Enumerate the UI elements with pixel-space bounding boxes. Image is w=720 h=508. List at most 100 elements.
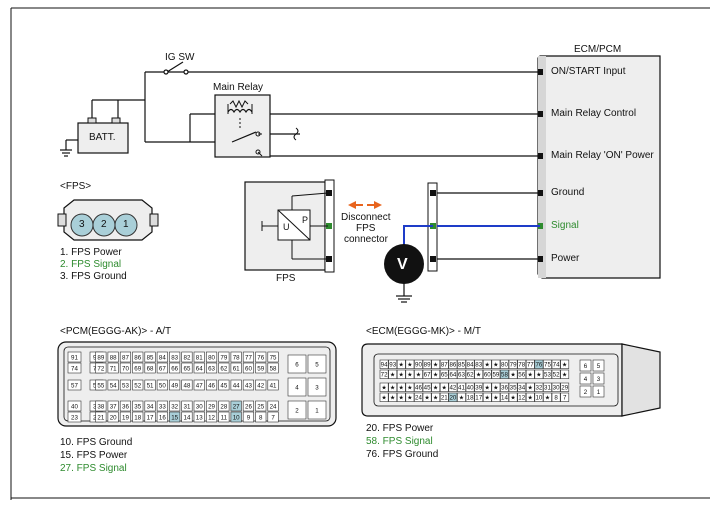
- pin-cell: [517, 392, 527, 402]
- pin-number: 36: [501, 385, 508, 392]
- ecm-pin-label: ON/START Input: [551, 66, 626, 77]
- pin-number: 86: [134, 354, 141, 361]
- ecm-pin-label: Main Relay 'ON' Power: [551, 150, 654, 161]
- pin-number: 6: [295, 361, 299, 368]
- ig-switch-symbol: [163, 61, 189, 75]
- pin-cell: [448, 359, 458, 369]
- pin-number: ★: [562, 362, 568, 369]
- pin-cell: [560, 392, 570, 402]
- pin-number: 78: [518, 362, 525, 369]
- pin-number: 35: [134, 403, 141, 410]
- pin-number: 59: [257, 365, 264, 372]
- pin-number: ★: [416, 372, 422, 379]
- pin-cell: [405, 359, 415, 369]
- pin-cell: [579, 359, 592, 372]
- pin-cell: [242, 411, 254, 423]
- pin-number: 17: [147, 414, 154, 421]
- pin-number: 93: [389, 362, 396, 369]
- pin-number: 89: [97, 354, 104, 361]
- pin-cell: [144, 362, 156, 374]
- pin-number: 5: [597, 363, 601, 370]
- pcm-pin-list-item: 27. FPS Signal: [60, 463, 127, 474]
- pin-cell: [439, 382, 449, 392]
- pin-cell: [206, 400, 218, 412]
- pin-number: 54: [110, 382, 117, 389]
- pin-number: 90: [415, 362, 422, 369]
- pin-number: 9: [247, 414, 251, 421]
- pin-number: ★: [493, 362, 499, 369]
- pin-number: 11: [221, 414, 228, 421]
- pin-cell: [388, 359, 398, 369]
- pin-cell: [448, 382, 458, 392]
- pin-cell: [579, 385, 592, 398]
- pin-number: 45: [424, 385, 431, 392]
- pin-cell: [474, 392, 484, 402]
- pin-cell: [67, 411, 82, 423]
- pin-number: ★: [485, 385, 491, 392]
- pin-cell: [474, 359, 484, 369]
- pin-cell: [95, 362, 107, 374]
- battery-label: BATT.: [89, 132, 116, 143]
- pin-cell: [95, 379, 107, 391]
- pin-cell: [242, 351, 254, 363]
- pin-cell: [144, 351, 156, 363]
- pin-number: 84: [159, 354, 166, 361]
- pin-number: 77: [245, 354, 252, 361]
- pin-cell: [525, 359, 535, 369]
- pin-number: 63: [208, 365, 215, 372]
- pin-number: 86: [449, 362, 456, 369]
- pin-number: 71: [110, 365, 117, 372]
- pin-cell: [119, 411, 131, 423]
- pin-number: ★: [476, 372, 482, 379]
- pin-number: 1: [597, 389, 601, 396]
- pin-cell: [132, 362, 144, 374]
- pin-number: 85: [458, 362, 465, 369]
- pin-cell: [508, 382, 518, 392]
- pin-cell: [156, 411, 168, 423]
- pin-cell: [431, 382, 441, 392]
- pin-cell: [255, 379, 267, 391]
- fps-pin-list-item: 1. FPS Power: [60, 247, 122, 258]
- pin-cell: [107, 411, 119, 423]
- pin-number: ★: [459, 395, 465, 402]
- pin-cell: [132, 379, 144, 391]
- pin-cell: [242, 362, 254, 374]
- pin-number: 35: [510, 385, 517, 392]
- pin-number: 70: [122, 365, 129, 372]
- pin-cell: [156, 351, 168, 363]
- voltmeter-symbol: V: [397, 256, 408, 273]
- pin-cell: [67, 351, 82, 363]
- pin-cell: [405, 382, 415, 392]
- pin-number: ★: [442, 385, 448, 392]
- pin-number: ★: [485, 395, 491, 402]
- pcm-pin-list-item: 15. FPS Power: [60, 450, 128, 461]
- pin-number: 72: [381, 372, 388, 379]
- pin-number: 62: [220, 365, 227, 372]
- pin-number: 12: [208, 414, 215, 421]
- pin-number: ★: [493, 385, 499, 392]
- pin-cell: [592, 359, 605, 372]
- pin-cell: [206, 351, 218, 363]
- pin-number: 37: [110, 403, 117, 410]
- pin-number: 58: [270, 365, 277, 372]
- pin-cell: [95, 411, 107, 423]
- pin-number: 74: [553, 362, 560, 369]
- pin-cell: [551, 382, 561, 392]
- pin-cell: [551, 369, 561, 379]
- pin-cell: [107, 379, 119, 391]
- pin-number: 94: [381, 362, 388, 369]
- pin-number: 48: [184, 382, 191, 389]
- pin-cell: [500, 382, 509, 392]
- sensor-p-symbol: P: [302, 215, 309, 225]
- disconnect-label: Disconnect: [341, 212, 391, 223]
- pin-cell: [95, 400, 107, 412]
- fps-sensor: [244, 179, 335, 273]
- pin-cell: [144, 400, 156, 412]
- pin-cell: [218, 379, 230, 391]
- pin-number: 60: [484, 372, 491, 379]
- pin-number: ★: [510, 372, 516, 379]
- pin-cell: [230, 400, 242, 412]
- pin-number: 52: [134, 382, 141, 389]
- pin-cell: [414, 359, 423, 369]
